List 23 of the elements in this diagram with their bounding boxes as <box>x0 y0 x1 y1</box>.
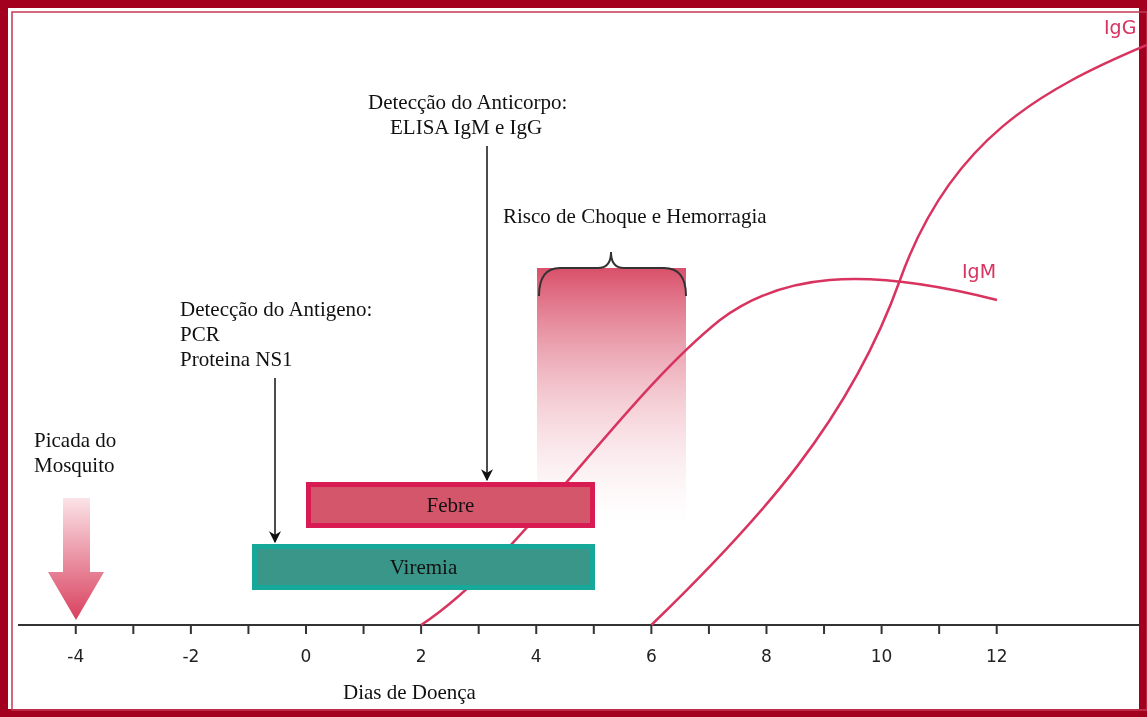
annotation-heading: Risco de Choque e Hemorragia <box>503 204 767 229</box>
curve-label: IgG <box>1104 16 1137 38</box>
tick-label: -2 <box>182 646 200 666</box>
tick-label: 2 <box>415 646 427 666</box>
tick-label: 4 <box>530 646 542 666</box>
viremia-bar: Viremia <box>252 544 595 590</box>
annotation-heading: Detecção do Anticorpo: <box>368 90 568 115</box>
arrow <box>269 377 281 544</box>
annotation-text: ELISA IgM e IgG <box>389 115 544 140</box>
tick-label: 0 <box>300 646 312 666</box>
tick-label: 10 <box>870 646 893 666</box>
annotation-text: PCR <box>180 322 221 347</box>
curve-label: IgM <box>962 260 997 282</box>
fever-bar: Febre <box>306 482 595 528</box>
tick-label: 12 <box>985 646 1008 666</box>
arrow <box>481 145 493 482</box>
annotation-text: Proteina NS1 <box>180 347 294 372</box>
annotation-text: Picada do Mosquito <box>34 428 118 478</box>
annotation-heading: Detecção do Antigeno: <box>180 297 373 322</box>
tick-label: 6 <box>645 646 657 666</box>
tick-label: 8 <box>761 646 772 666</box>
tick-label: -4 <box>67 646 85 666</box>
axis-title: Dias de Doença <box>343 680 476 705</box>
